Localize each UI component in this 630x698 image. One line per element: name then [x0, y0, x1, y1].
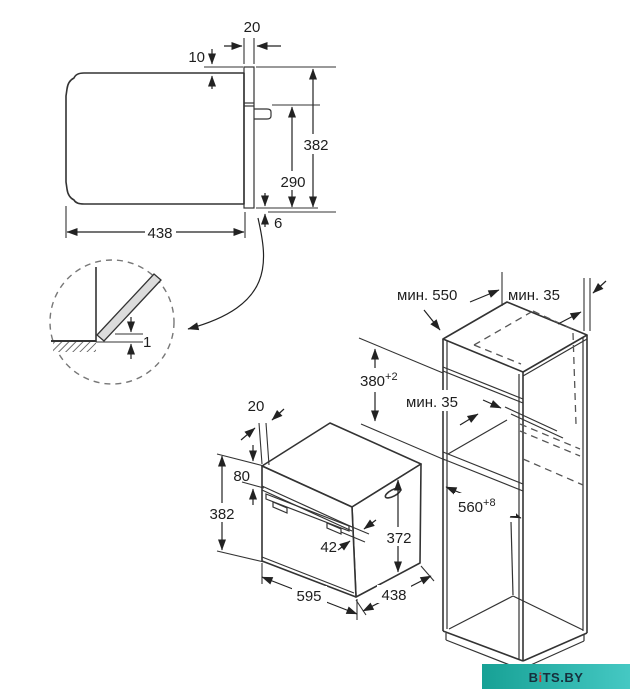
dim-niche-min-depth: мин. 550 — [397, 272, 503, 331]
dim-shelf-rear-gap-label: мин. 35 — [406, 394, 458, 411]
floor-section — [51, 340, 96, 352]
dim-oven-depth-label: 438 — [381, 587, 406, 604]
dim-depth-side-label: 438 — [147, 225, 172, 242]
dim-depth-side: 438 — [65, 206, 246, 242]
watermark-logo: BiTS.BY — [529, 670, 584, 685]
dim-handle-gap: 42 — [320, 519, 377, 556]
dim-handle-gap-label: 42 — [320, 539, 337, 556]
dim-niche-width: 560+8 — [445, 486, 522, 519]
oven-door-panel — [243, 66, 255, 209]
oven-front-details — [261, 485, 355, 594]
dim-niche-height: 380+2 — [358, 337, 446, 461]
oven-body-outline — [65, 72, 245, 205]
dim-niche-height-label: 380+2 — [360, 371, 398, 390]
dim-panel-height-label: 80 — [233, 468, 250, 485]
dim-oven-door-thickness: 20 — [240, 396, 285, 466]
cabinet-top-face — [442, 301, 588, 373]
door-handle — [254, 108, 272, 120]
side-view-drawing: 20 10 6 382 290 — [65, 19, 336, 331]
dim-body-height: 372 — [382, 479, 416, 573]
cabinet-hidden-edges — [473, 310, 584, 486]
dim-floor-clearance: 1 — [96, 317, 151, 359]
cabinet-shelves — [442, 366, 564, 492]
dim-oven-depth: 438 — [355, 565, 435, 616]
cabinet-base — [442, 521, 588, 670]
open-door-section — [96, 273, 162, 342]
dim-bottom-gap-label: 6 — [274, 215, 282, 232]
watermark-bar — [482, 664, 630, 689]
dim-bottom-gap: 6 — [256, 193, 336, 232]
dim-handle-height: 290 — [272, 104, 320, 208]
dim-shelf-rear-gap: мин. 35 — [404, 390, 502, 426]
dim-top-protrusion-label: 10 — [188, 49, 205, 66]
detail-leader-arrow — [187, 217, 265, 331]
dim-oven-width: 595 — [261, 563, 358, 620]
door-gap-detail: 1 — [49, 259, 175, 385]
dim-rear-clearance: мин. 35 — [508, 278, 607, 331]
dim-niche-width-label: 560+8 — [458, 497, 496, 516]
dim-top-protrusion: 10 — [188, 49, 243, 89]
watermark: BiTS.BY — [482, 664, 630, 689]
dim-handle-height-label: 290 — [280, 174, 305, 191]
dim-body-height-label: 372 — [386, 530, 411, 547]
dim-door-thickness: 20 — [224, 19, 281, 64]
dim-panel-height: 80 — [233, 445, 265, 505]
dim-door-thickness-label: 20 — [244, 19, 261, 36]
dim-total-height-side: 382 — [256, 66, 336, 208]
dim-floor-clearance-label: 1 — [143, 334, 151, 351]
oven-3d-drawing: 20 80 382 42 372 — [205, 396, 435, 620]
dim-oven-total-height: 382 — [205, 453, 265, 563]
dim-oven-door-thickness-label: 20 — [248, 398, 265, 415]
dim-oven-total-height-label: 382 — [209, 506, 234, 523]
cabinet-niche-drawing: мин. 550 мин. 35 380+2 мин. 35 — [358, 272, 607, 670]
dim-total-height-side-label: 382 — [303, 137, 328, 154]
dim-oven-width-label: 595 — [296, 588, 321, 605]
dim-niche-min-depth-label: мин. 550 — [397, 287, 457, 304]
dim-rear-clearance-label: мин. 35 — [508, 287, 560, 304]
